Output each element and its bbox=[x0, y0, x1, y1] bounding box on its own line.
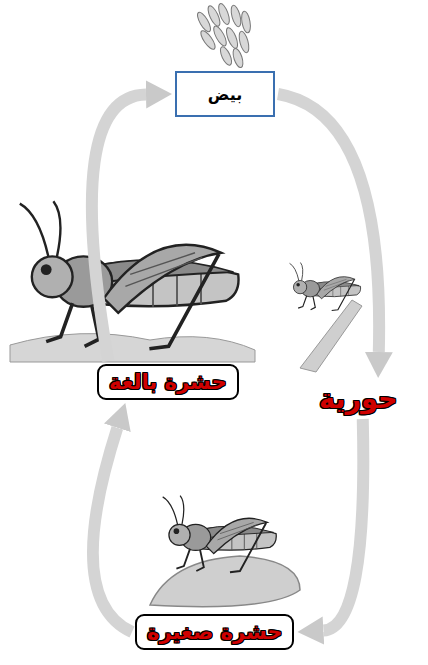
eggs bbox=[195, 2, 252, 68]
cycle-arrow bbox=[93, 428, 132, 632]
stage-name: بيض bbox=[208, 85, 242, 104]
stage-name: حشرة صغيرة bbox=[147, 620, 282, 644]
cycle-arrow bbox=[278, 94, 379, 352]
egg-label-box: بيض bbox=[175, 71, 275, 117]
stage-name: حورية bbox=[319, 383, 397, 414]
nymph-label: حورية bbox=[313, 381, 403, 416]
adult-grasshopper bbox=[10, 201, 255, 362]
cycle-arrow bbox=[323, 419, 363, 631]
stage-name: حشرة بالغة bbox=[109, 370, 227, 394]
adult-label-box: حشرة بالغة bbox=[97, 364, 239, 400]
nymph-grasshopper bbox=[290, 263, 362, 372]
young-grasshopper bbox=[150, 496, 300, 607]
young-label-box: حشرة صغيرة bbox=[135, 614, 294, 650]
cycle-arrow bbox=[92, 94, 146, 361]
